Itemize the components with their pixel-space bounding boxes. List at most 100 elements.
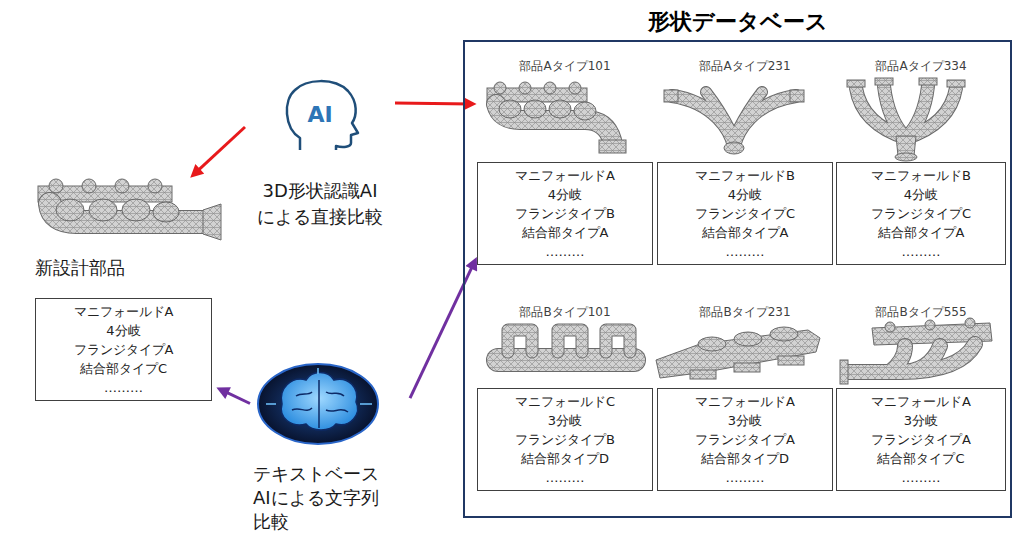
text-slot: 部品Aタイプ231: [657, 58, 833, 74]
ai-node: AI 3D形状認識AI による直接比較: [245, 82, 395, 232]
outlet-flange: [203, 204, 221, 240]
spec-text: マニフォールドB 4分岐 フランジタイプC 結合部タイプA ………: [865, 166, 977, 261]
runner: [56, 199, 84, 221]
heading-text: 部品Aタイプ231: [657, 58, 833, 74]
flange: [847, 80, 865, 87]
brain-shape: [281, 373, 357, 431]
text-ai-node: テキストベース AIによる文字列 比較: [250, 358, 410, 540]
pipe-outline: [498, 348, 634, 372]
runner: [698, 337, 726, 351]
pipe-outline: [848, 344, 975, 372]
text-slot: 部品Bタイプ231: [657, 304, 833, 320]
circuit-lines: [266, 368, 372, 404]
runner: [89, 199, 117, 221]
pipe: [706, 92, 730, 130]
spec-box: マニフォールドA 4分岐 フランジタイプA 結合部タイプC ………: [35, 298, 212, 401]
collector: [724, 142, 744, 154]
text-slot: 形状データベース: [465, 8, 1010, 36]
flange: [664, 90, 678, 102]
pipe: [856, 86, 956, 138]
text-slot: 部品Bタイプ101: [477, 304, 653, 320]
spec-box: マニフォールドA 4分岐 フランジタイプB 結合部タイプA ………: [477, 162, 653, 265]
part-a334-mesh: [847, 78, 965, 161]
flange: [690, 370, 716, 379]
brain-ground: [258, 364, 378, 444]
new-part-mesh: [38, 179, 221, 240]
spec-text: マニフォールドA 3分岐 フランジタイプA 結合部タイプD ………: [689, 392, 801, 487]
spec-text: マニフォールドA 4分岐 フランジタイプB 結合部タイプA ………: [509, 166, 621, 261]
part-card: 部品Aタイプ101 マニフォールドA 4分岐 フランジタイプB 結合部タイプA ……: [477, 58, 653, 267]
heading-text: 部品Aタイプ101: [477, 58, 653, 74]
spec-text: マニフォールドA 4分岐 フランジタイプA 結合部タイプC ………: [68, 302, 180, 397]
part-card: 部品Bタイプ231 マニフォールドA 3分岐 フランジタイプA 結合部タイプD ……: [657, 304, 833, 493]
runner: [499, 100, 521, 118]
boss: [519, 82, 531, 94]
heading-text: 形状データベース: [465, 8, 1010, 36]
boss: [885, 322, 895, 332]
part-b231-mesh: [656, 327, 820, 379]
text-slot: AI: [245, 103, 395, 127]
arrow-connector: [194, 127, 245, 174]
part-b555-mesh: [840, 318, 992, 384]
part-a101-mesh: [487, 82, 626, 153]
runner: [770, 327, 798, 341]
boss: [544, 82, 556, 94]
text-slot: 3D形状認識AI による直接比較: [245, 178, 395, 230]
text-slot: テキストベース AIによる文字列 比較: [253, 462, 408, 534]
runner: [122, 199, 150, 221]
spec-box: マニフォールドA 3分岐 フランジタイプA 結合部タイプC ………: [836, 388, 1006, 491]
runner: [153, 202, 179, 222]
spec-box: マニフォールドC 3分岐 フランジタイプB 結合部タイプD ………: [477, 388, 653, 491]
brain-icon: [258, 364, 378, 444]
part-card: 部品Bタイプ555 マニフォールドA 3分岐 フランジタイプA 結合部タイプC ……: [836, 304, 1006, 493]
flange: [919, 78, 937, 85]
runner: [574, 102, 596, 120]
pipe: [738, 92, 762, 130]
spec-box: マニフォールドB 4分岐 フランジタイプC 結合部タイプA ………: [836, 162, 1006, 265]
boss: [49, 179, 63, 193]
boss: [148, 179, 162, 193]
flange: [734, 363, 760, 372]
text-slot: 部品Bタイプ555: [836, 304, 1006, 320]
heading-text: 部品Bタイプ231: [657, 304, 833, 320]
pipe: [498, 349, 634, 371]
text-slot: 部品Aタイプ334: [836, 58, 1006, 74]
outlet-flange: [840, 360, 848, 384]
outlet: [895, 153, 917, 161]
database-panel: 形状データベース部品Aタイプ101マニフォールドA 4分岐 フランジタイプB 結…: [463, 40, 1012, 518]
spec-text: マニフォールドA 3分岐 フランジタイプA 結合部タイプC ………: [865, 392, 977, 487]
arrow-connector: [221, 390, 250, 404]
text-slot: 部品Aタイプ101: [477, 58, 653, 74]
flange: [778, 356, 804, 365]
caption-text: 3D形状認識AI による直接比較: [245, 178, 395, 230]
runner: [734, 332, 762, 346]
boss: [925, 320, 935, 330]
runner: [524, 100, 546, 118]
heading-text: 部品Aタイプ334: [836, 58, 1006, 74]
heading-text: テキストベース AIによる文字列 比較: [253, 462, 408, 534]
boss: [115, 179, 129, 193]
boss: [82, 179, 96, 193]
boss: [494, 82, 506, 94]
part-b101-mesh: [498, 330, 634, 360]
heading-text: 部品Bタイプ101: [477, 304, 653, 320]
pipe-outline: [508, 330, 630, 352]
spec-box: マニフォールドA 3分岐 フランジタイプA 結合部タイプD ………: [657, 388, 833, 491]
flange: [947, 80, 965, 87]
text-slot: 新設計部品: [35, 256, 195, 280]
arrow-connector: [395, 102, 471, 106]
brain-folds: [292, 380, 348, 428]
flange: [875, 78, 893, 85]
part-a231-mesh: [664, 90, 804, 154]
part-card: 部品Aタイプ231マニフォールドB 4分岐 フランジタイプC 結合部タイプA ……: [657, 58, 833, 267]
heading-text: AI: [245, 103, 395, 127]
new-part-card: 新設計部品マニフォールドA 4分岐 フランジタイプA 結合部タイプC ………: [30, 178, 216, 403]
heading-text: 新設計部品: [35, 256, 195, 280]
outlet-flange: [599, 140, 626, 153]
pipe: [848, 344, 975, 372]
connectors: [194, 103, 474, 404]
part-card: 部品Aタイプ334 マニフォールドB 4分岐 フランジタイプC 結合部タイプA ……: [836, 58, 1006, 267]
part-card: 部品Bタイプ101 マニフォールドC 3分岐 フランジタイプB 結合部タイプD ……: [477, 304, 653, 493]
